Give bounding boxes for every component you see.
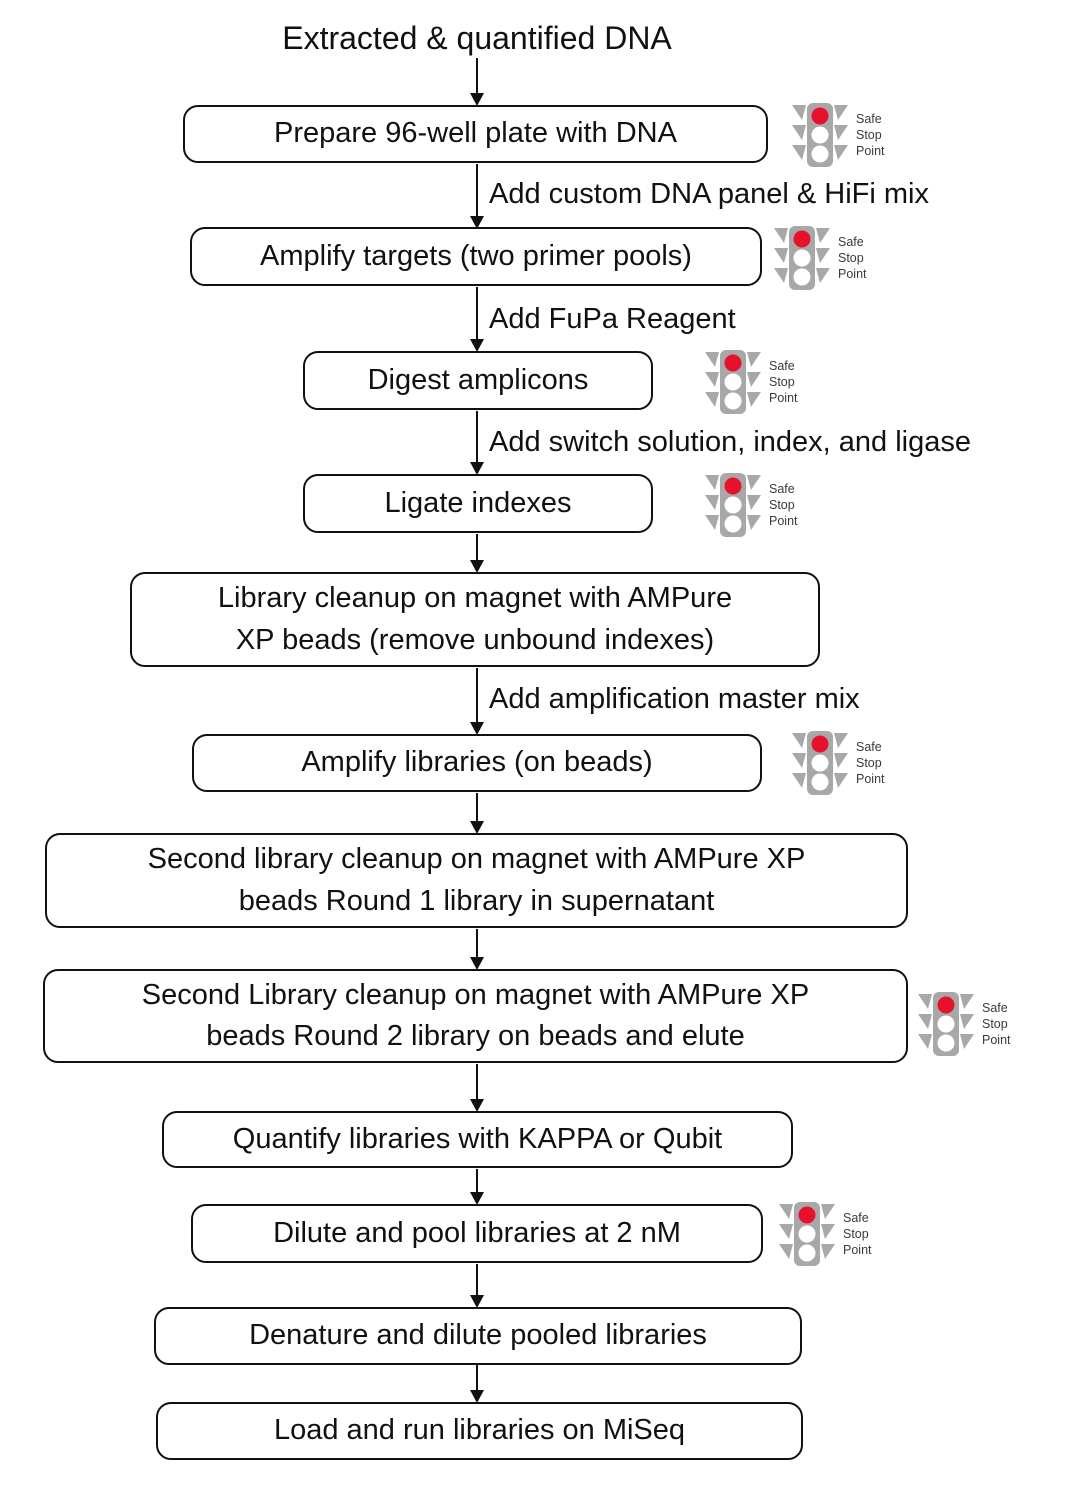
safe-stop-point-label: Safe Stop Point (769, 482, 798, 528)
flow-arrow-3 (470, 287, 484, 352)
safe-stop-point-indicator-7: Safe Stop Point (778, 1202, 872, 1266)
traffic-light-icon (705, 473, 761, 537)
flow-step-second-cleanup-round-2: Second Library cleanup on magnet with AM… (43, 969, 908, 1063)
safe-stop-point-indicator-5: Safe Stop Point (791, 731, 885, 795)
flow-arrow-2 (470, 164, 484, 229)
safe-stop-point-indicator-6: Safe Stop Point (917, 992, 1011, 1056)
safe-stop-point-label: Safe Stop Point (856, 112, 885, 158)
flow-step-amplify-libraries: Amplify libraries (on beads) (192, 734, 762, 792)
safe-stop-point-indicator-1: Safe Stop Point (791, 103, 885, 167)
traffic-light-icon (792, 103, 848, 167)
flow-step-ligate-indexes: Ligate indexes (303, 474, 653, 533)
safe-stop-point-label: Safe Stop Point (769, 359, 798, 405)
flow-arrow-12 (470, 1362, 484, 1403)
flow-arrow-1 (470, 58, 484, 106)
flow-arrow-5 (470, 534, 484, 573)
flowchart-title: Extracted & quantified DNA (282, 20, 672, 56)
flow-step-quantify-libraries: Quantify libraries with KAPPA or Qubit (162, 1111, 793, 1168)
safe-stop-point-label: Safe Stop Point (856, 740, 885, 786)
flow-step-prepare-96-well-plate: Prepare 96-well plate with DNA (183, 105, 768, 163)
traffic-light-icon (918, 992, 974, 1056)
flow-step-denature-and-dilute: Denature and dilute pooled libraries (154, 1307, 802, 1365)
edge-label-add-fupa-reagent: Add FuPa Reagent (489, 303, 736, 335)
flow-arrow-8 (470, 929, 484, 970)
safe-stop-point-label: Safe Stop Point (843, 1211, 872, 1257)
flow-step-dilute-and-pool: Dilute and pool libraries at 2 nM (191, 1204, 763, 1263)
edge-label-add-switch-solution: Add switch solution, index, and ligase (489, 426, 972, 458)
safe-stop-point-indicator-2: Safe Stop Point (773, 226, 867, 290)
flow-arrow-10 (470, 1169, 484, 1205)
flow-step-amplify-targets: Amplify targets (two primer pools) (190, 227, 762, 286)
flow-arrow-7 (470, 793, 484, 834)
flow-step-second-cleanup-round-1: Second library cleanup on magnet with AM… (45, 833, 908, 928)
safe-stop-point-label: Safe Stop Point (982, 1001, 1011, 1047)
flow-step-digest-amplicons: Digest amplicons (303, 351, 653, 410)
flow-step-library-cleanup: Library cleanup on magnet with AMPure XP… (130, 572, 820, 667)
safe-stop-point-indicator-3: Safe Stop Point (704, 350, 798, 414)
edge-label-add-custom-panel: Add custom DNA panel & HiFi mix (489, 178, 929, 210)
traffic-light-icon (705, 350, 761, 414)
edge-label-add-master-mix: Add amplification master mix (489, 683, 860, 715)
flow-arrow-4 (470, 411, 484, 475)
flow-arrow-11 (470, 1264, 484, 1308)
traffic-light-icon (774, 226, 830, 290)
flow-arrow-9 (470, 1064, 484, 1112)
traffic-light-icon (792, 731, 848, 795)
safe-stop-point-label: Safe Stop Point (838, 235, 867, 281)
flow-arrow-6 (470, 668, 484, 735)
flow-step-load-and-run-miseq: Load and run libraries on MiSeq (156, 1402, 803, 1460)
safe-stop-point-indicator-4: Safe Stop Point (704, 473, 798, 537)
traffic-light-icon (779, 1202, 835, 1266)
